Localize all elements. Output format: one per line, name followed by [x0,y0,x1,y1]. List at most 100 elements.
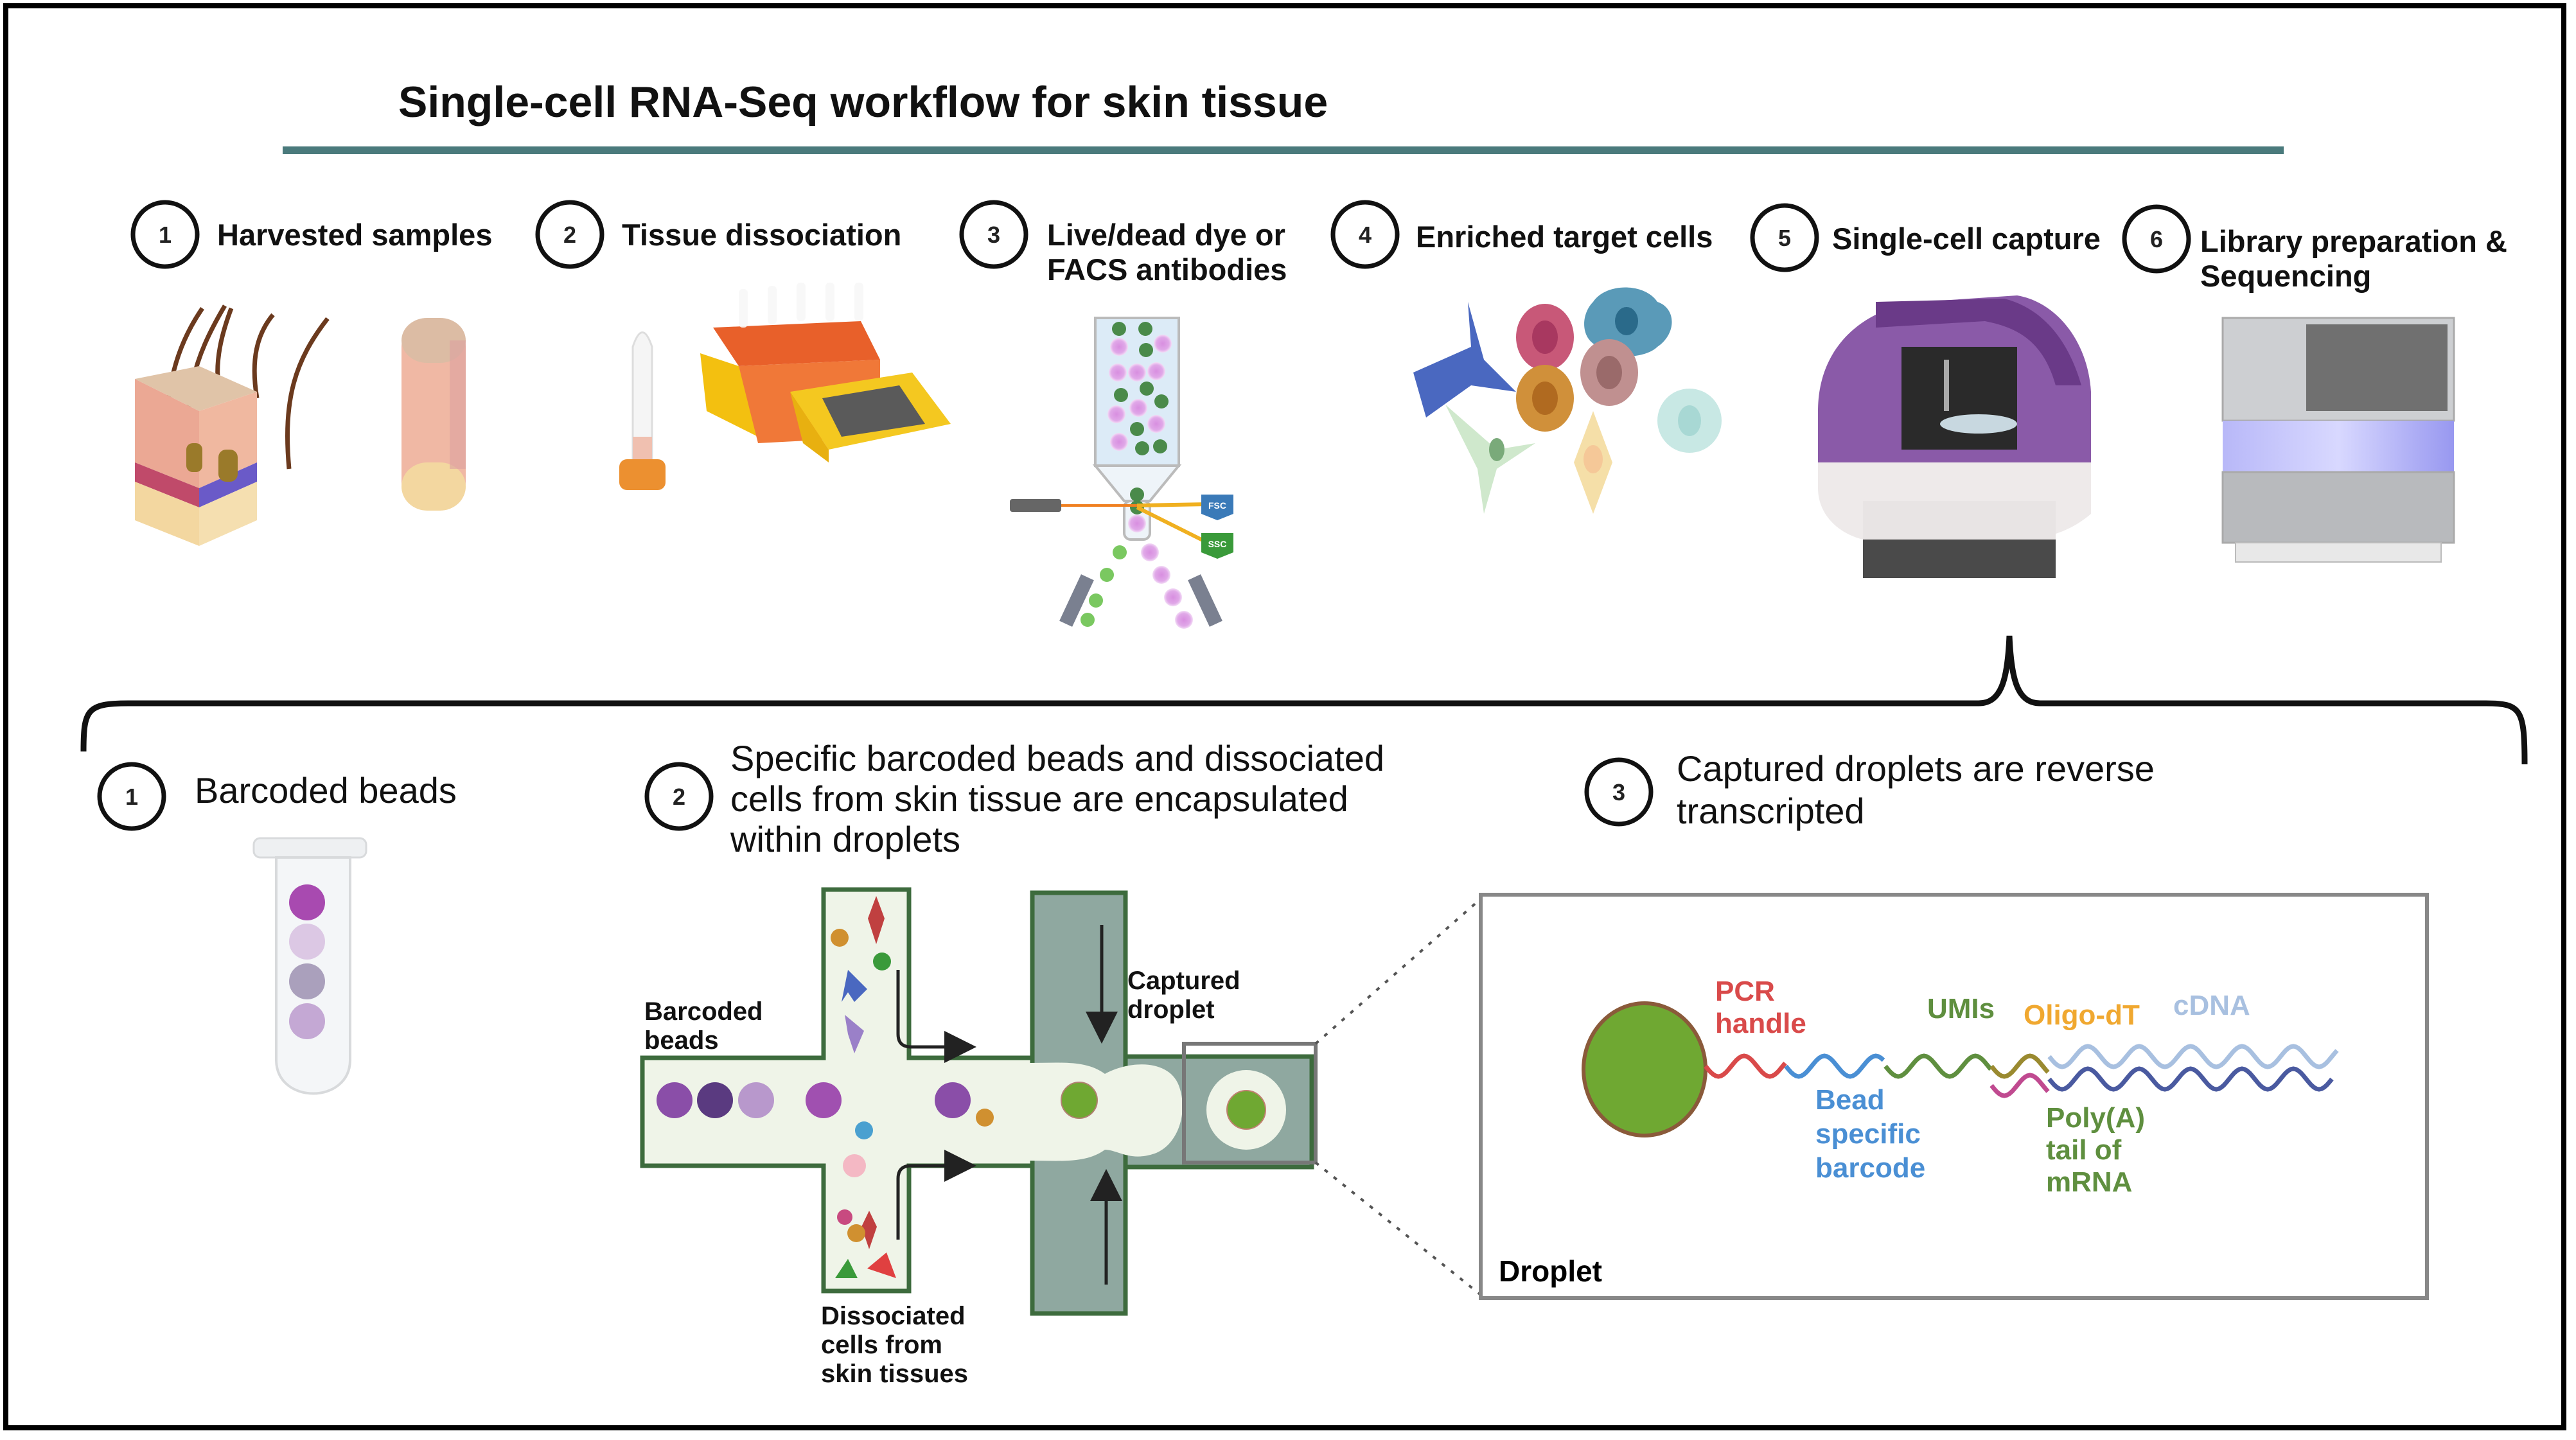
cell [842,970,867,1002]
cell [976,1109,994,1127]
step-number: 1 [159,222,172,248]
step-label: FACS antibodies [1047,252,1287,286]
step-number: 3 [1612,779,1625,805]
dissociator-instrument-icon [700,283,951,462]
zoom-bracket [80,635,2528,765]
unstained-cell [1100,568,1114,582]
stained-cell [1141,543,1159,561]
workflow-step-1: 1 Harvested samples [130,200,492,269]
dissociated-cells-label: Dissociated [821,1302,966,1330]
bead [289,1003,325,1039]
dissociation-illustration [619,283,951,490]
gel-bead [1582,1001,1707,1137]
stained-cell [1154,335,1172,353]
step-label: Library preparation & [2200,224,2507,258]
cell [867,1252,896,1278]
flow-arrow [896,1150,976,1240]
cell [873,953,891,970]
unstained-cell [1114,388,1128,402]
cell [861,1211,877,1249]
stained-cell [1175,611,1193,629]
unstained-cell [1154,394,1169,408]
step-label: within droplets [730,819,960,859]
stained-cell [1110,433,1128,451]
step-number: 5 [1778,225,1791,251]
cdna-label: cDNA [2173,990,2250,1021]
stained-cell [1110,338,1128,356]
step-number-circle [644,762,714,831]
bead-barcode-label: Bead [1815,1084,1885,1116]
cdna-strand [2047,1044,2339,1069]
step-number-circle [2122,204,2191,274]
step-number: 2 [673,784,685,810]
bead-barcode-label: barcode [1815,1152,1925,1184]
flow-arrow [896,970,976,1063]
pcr-handle-label: handle [1715,1008,1806,1039]
step-number-circle [535,200,604,269]
unstained-cell [1140,382,1154,396]
step-label: Harvested samples [217,218,492,252]
capture-step-1: 1 Barcoded beads [97,762,457,831]
poly-a-label: tail of [2046,1134,2122,1166]
deflection-plate [1188,574,1222,627]
unstained-cell [1130,487,1144,502]
bead-tube-icon [252,837,367,1095]
bead-barcode-label: specific [1815,1118,1921,1150]
umi-strand [1883,1053,1993,1079]
mrna-strand [2047,1066,2334,1092]
zoom-line [1314,1161,1485,1299]
cell [868,896,885,944]
step-label: cells from skin tissue are encapsulated [730,778,1348,819]
step-number: 2 [563,222,576,248]
bead [289,884,325,920]
enriched-cells-illustration [1413,287,1722,514]
oligo-dt-strand [1989,1053,2050,1079]
cell [847,1224,865,1242]
bead-in-droplet [1061,1082,1098,1119]
unstained-cell [1130,422,1144,436]
svg-text:FSC: FSC [1208,500,1226,511]
step-number-circle [130,200,200,269]
umis-label: UMIs [1927,993,1995,1024]
skin-biopsy-icon [401,318,466,511]
stained-cell [1107,405,1125,423]
barcoded-beads-label: Barcoded [644,997,763,1026]
capture-step-3: 3 Captured droplets are reverse transcri… [1584,748,2155,831]
bead [738,1082,774,1118]
bead [289,924,325,960]
barcode-strand [1784,1053,1885,1079]
facs-illustration: FSC SSC [1010,317,1233,629]
cell-icon [1413,302,1516,417]
stained-cell [1128,514,1146,532]
step-label: Single-cell capture [1832,222,2101,256]
stained-cell [1128,364,1146,382]
captured-droplet-label: Captured [1127,967,1240,995]
step-label: Enriched target cells [1416,220,1713,254]
workflow-step-4: 4 Enriched target cells [1330,200,1713,269]
svg-text:SSC: SSC [1208,539,1227,549]
figure-title: Single-cell RNA-Seq workflow for skin ti… [398,78,1328,127]
title-rule [283,146,2284,154]
captured-droplet-label: droplet [1127,996,1215,1024]
bead [806,1082,842,1118]
sequencer-icon [2221,317,2455,563]
step-number: 1 [125,784,138,810]
stained-cell [1164,588,1182,606]
zoom-line [1314,895,1485,1045]
step-label: Specific barcoded beads and dissociated [730,738,1384,778]
dissociated-cells-label: cells from [821,1331,942,1359]
stained-cell [1152,566,1170,584]
bead [289,963,325,999]
cell [845,1015,864,1053]
cell [835,1259,858,1278]
workflow-step-5: 5 Single-cell capture [1750,203,2101,272]
stained-cell [1147,415,1165,433]
step-number-circle [1330,200,1400,269]
droplet-detail-panel: PCR handle Bead specific barcode UMIs Ol… [1479,893,2429,1300]
cell [855,1121,873,1139]
bead-in-droplet [1226,1090,1266,1130]
dissociated-cells-label: skin tissues [821,1360,968,1388]
step-label: transcripted [1677,791,1865,831]
deflection-plate [1059,574,1094,627]
unstained-cell [1081,613,1095,627]
